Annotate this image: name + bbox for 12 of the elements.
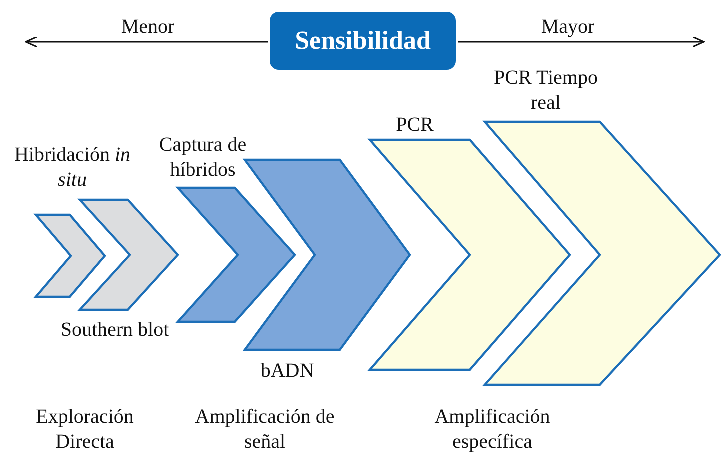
heading-badge: Sensibilidad xyxy=(270,12,456,70)
scale-label: Menor xyxy=(120,15,176,40)
method-label: Captura de híbridos xyxy=(158,133,248,183)
method-label: Southern blot xyxy=(60,318,170,343)
category-label: Amplificación específica xyxy=(434,405,552,455)
method-label: PCR Tiempo real xyxy=(493,66,599,116)
category-label: Exploración Directa xyxy=(35,405,135,455)
method-label: bADN xyxy=(260,359,316,384)
scale-label: Mayor xyxy=(540,15,596,40)
method-label: PCR xyxy=(395,113,435,138)
method-label: Hibridación in situ xyxy=(13,143,132,193)
category-label: Amplificación de señal xyxy=(194,405,336,455)
